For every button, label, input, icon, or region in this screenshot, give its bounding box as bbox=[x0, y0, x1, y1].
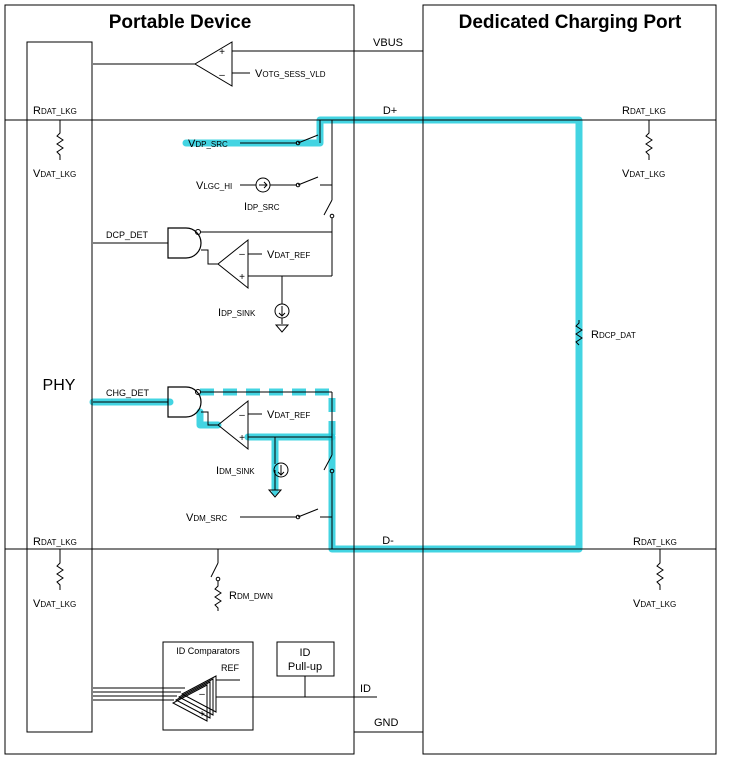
id-comparators-box bbox=[162, 641, 254, 731]
dplus-sink-switch bbox=[323, 199, 333, 216]
rdat-lkg-left-bottom-resistor bbox=[56, 549, 64, 590]
id-section: ID Comparators REF – + ID Pull-up ID GND bbox=[93, 641, 423, 733]
idm-sink-label: IDM_SINK bbox=[216, 465, 255, 477]
rdat-lkg-right-bottom-label: RDAT_LKG bbox=[633, 536, 677, 548]
dcp-det-section: DCP_DET – + VDAT_REF IDP_SINK bbox=[93, 227, 332, 333]
vlgc-hi-label: VLGC_HI bbox=[196, 180, 232, 192]
dedicated-charging-port-box bbox=[422, 4, 717, 755]
vdat-lkg-left-bottom-label: VDAT_LKG bbox=[33, 598, 76, 610]
highlight-paths bbox=[89, 116, 583, 553]
vbus-label: VBUS bbox=[373, 37, 403, 49]
vdm-src-label: VDM_SRC bbox=[186, 512, 227, 524]
id-pullup-line1: ID bbox=[300, 647, 311, 659]
phy-label: PHY bbox=[43, 377, 76, 394]
svg-text:+: + bbox=[219, 47, 225, 58]
svg-text:–: – bbox=[199, 689, 205, 700]
chg-det-comparator bbox=[217, 399, 249, 451]
dminus-section: D- RDAT_LKG VDAT_LKG RDAT_LKG VDAT_LKG R… bbox=[5, 535, 716, 611]
rdat-lkg-left-bottom-label: RDAT_LKG bbox=[33, 536, 77, 548]
highlight-dcp-loop bbox=[182, 116, 583, 553]
idm-sink-ground bbox=[267, 489, 283, 498]
phy-box bbox=[26, 41, 93, 733]
idp-sink-label: IDP_SINK bbox=[218, 307, 256, 319]
vdat-lkg-left-top-label: VDAT_LKG bbox=[33, 168, 76, 180]
dedicated-charging-port-title: Dedicated Charging Port bbox=[459, 12, 682, 33]
highlight-dashed-top bbox=[200, 388, 336, 437]
vdat-lkg-right-bottom-label: VDAT_LKG bbox=[633, 598, 676, 610]
dcp-det-and-gate bbox=[167, 227, 202, 259]
svg-text:+: + bbox=[239, 272, 245, 283]
vdp-src-label: VDP_SRC bbox=[188, 138, 228, 150]
rdcp-dat-label: RDCP_DAT bbox=[591, 329, 636, 341]
rdm-dwn-switch bbox=[210, 562, 219, 578]
vdat-ref-bottom-label: VDAT_REF bbox=[267, 409, 310, 421]
vdm-src-switch bbox=[297, 508, 319, 518]
dcp-det-label: DCP_DET bbox=[106, 230, 149, 240]
vdat-ref-top-label: VDAT_REF bbox=[267, 249, 310, 261]
svg-text:+: + bbox=[239, 433, 245, 444]
id-comparators-label: ID Comparators bbox=[176, 646, 240, 656]
votg-sess-vld-label: VOTG_SESS_VLD bbox=[255, 68, 326, 80]
idp-src-label: IDP_SRC bbox=[244, 201, 280, 213]
chg-det-section: CHG_DET – + VDAT_REF IDM_SINK VDM_SRC bbox=[93, 386, 335, 549]
dminus-label: D- bbox=[382, 535, 394, 547]
dplus-section: D+ RDAT_LKG VDAT_LKG RDAT_LKG VDAT_LKG V… bbox=[5, 105, 716, 276]
id-label: ID bbox=[360, 683, 371, 695]
svg-text:+: + bbox=[199, 709, 205, 720]
rdat-lkg-left-top-resistor bbox=[56, 120, 64, 160]
svg-text:–: – bbox=[239, 410, 245, 421]
dcp-det-comparator bbox=[217, 238, 249, 290]
svg-text:–: – bbox=[219, 70, 225, 81]
rdm-dwn-label: RDM_DWN bbox=[229, 590, 273, 602]
id-pullup-line2: Pull-up bbox=[288, 661, 322, 673]
idp-sink-ground bbox=[274, 324, 290, 333]
portable-device-box bbox=[4, 4, 355, 755]
rdm-dwn-resistor bbox=[214, 581, 222, 611]
rdcp-dat-resistor bbox=[575, 320, 583, 346]
chg-det-label: CHG_DET bbox=[106, 388, 150, 398]
rdcp-dat-section: RDCP_DAT bbox=[575, 320, 636, 346]
idm-sink-current-source bbox=[273, 462, 289, 478]
chg-det-and-gate bbox=[167, 386, 202, 418]
dplus-label: D+ bbox=[383, 105, 397, 117]
vdat-lkg-right-top-label: VDAT_LKG bbox=[622, 168, 665, 180]
gnd-label: GND bbox=[374, 717, 399, 729]
svg-text:–: – bbox=[239, 249, 245, 260]
rdat-lkg-right-top-label: RDAT_LKG bbox=[622, 105, 666, 117]
id-ref-label: REF bbox=[221, 663, 240, 673]
rdat-lkg-right-bottom-resistor bbox=[656, 549, 664, 590]
vdp-src-switch bbox=[297, 134, 319, 144]
portable-device-title: Portable Device bbox=[109, 12, 252, 33]
rdat-lkg-left-top-label: RDAT_LKG bbox=[33, 105, 77, 117]
rdat-lkg-right-top-resistor bbox=[645, 120, 653, 160]
id-comparator bbox=[171, 684, 208, 722]
vbus-comparator bbox=[194, 41, 233, 87]
dminus-sink-switch bbox=[323, 454, 333, 471]
vbus-section: VBUS + – VOTG_SESS_VLD bbox=[93, 37, 423, 87]
idp-src-switch bbox=[297, 176, 319, 186]
